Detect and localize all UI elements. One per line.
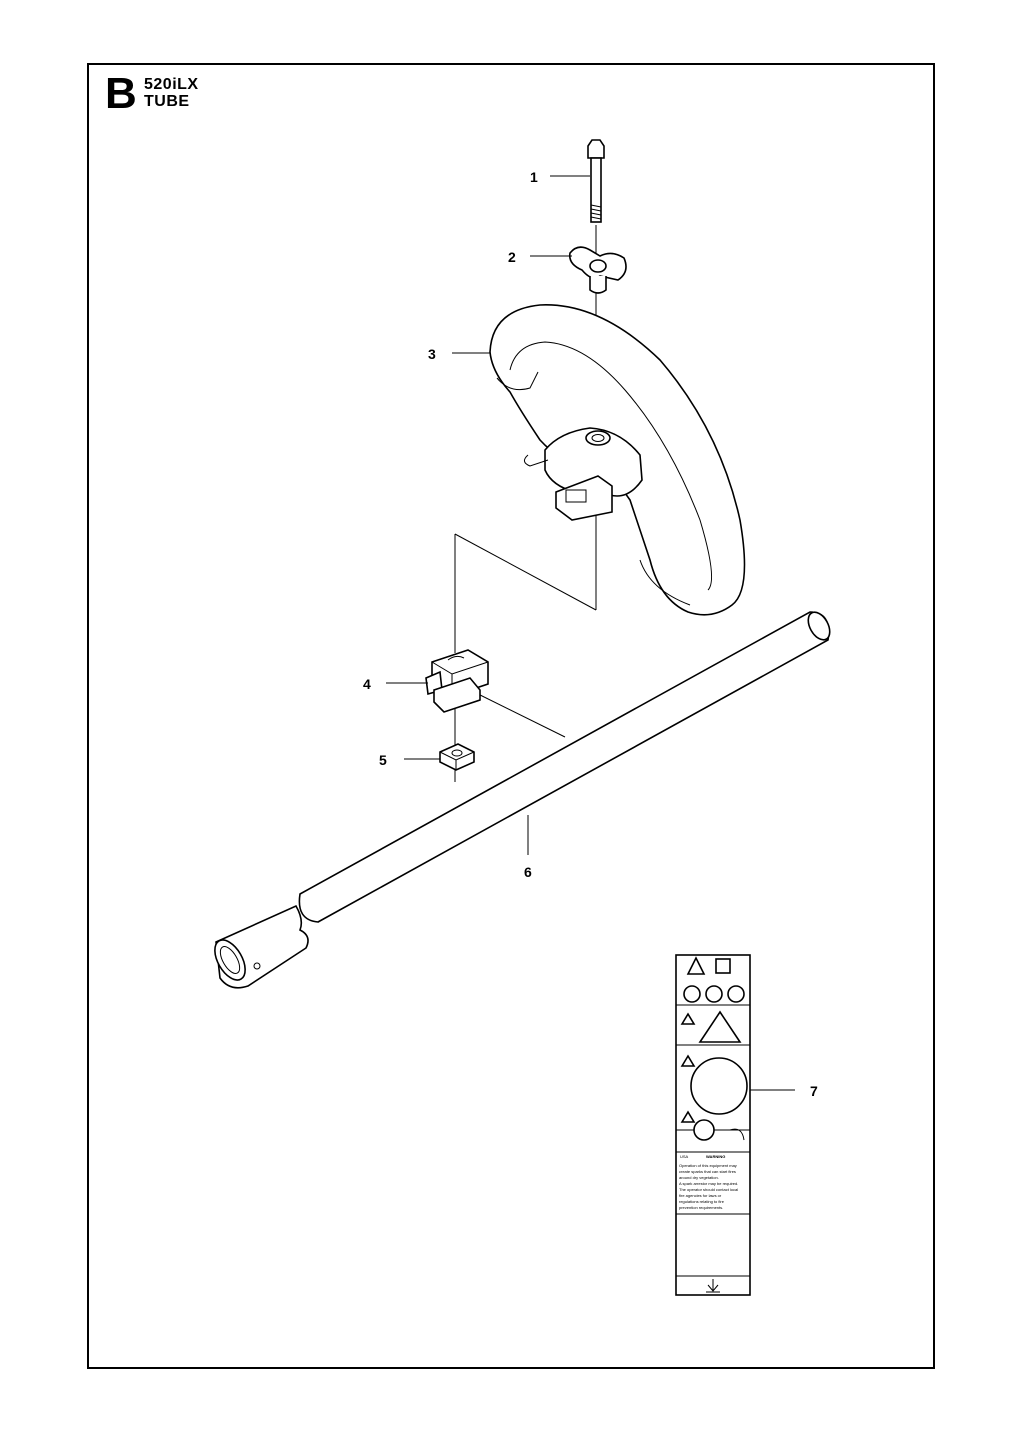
thrown-objects-icon bbox=[698, 1010, 742, 1043]
part-warning-decal: USA WARNING Operation of this equipment … bbox=[675, 954, 751, 1296]
blade-icon bbox=[693, 1119, 715, 1141]
section-letter: B bbox=[105, 69, 137, 118]
part-bolt bbox=[587, 139, 605, 223]
callout-5: 5 bbox=[379, 752, 387, 768]
safety-distance-icon bbox=[690, 1057, 748, 1115]
part-clamp bbox=[425, 649, 489, 713]
goggles-icon bbox=[705, 985, 723, 1003]
decal-warning-title: WARNING bbox=[706, 1154, 725, 1159]
leader-lines bbox=[386, 175, 795, 1091]
warning-triangle-icon bbox=[686, 956, 706, 975]
section-name: TUBE bbox=[144, 93, 190, 110]
decal-warning-line: A spark arrestor may be required. bbox=[679, 1181, 738, 1186]
decal-warning-line: prevention requirements. bbox=[679, 1205, 723, 1210]
arrow-down-icon bbox=[706, 1279, 720, 1293]
callout-3: 3 bbox=[428, 346, 436, 362]
callout-6: 6 bbox=[524, 864, 532, 880]
callout-2: 2 bbox=[508, 249, 516, 265]
boot-icon bbox=[727, 985, 745, 1003]
callout-7: 7 bbox=[810, 1083, 818, 1099]
decal-warning-line: create sparks that can start fires bbox=[679, 1169, 736, 1174]
decal-usa-text: USA bbox=[680, 1154, 689, 1159]
decal-warning-line: regulations relating to fire bbox=[679, 1199, 725, 1204]
callout-4: 4 bbox=[363, 676, 371, 692]
decal-warning-line: The operator should contact local bbox=[679, 1187, 738, 1192]
helmet-icon bbox=[683, 985, 701, 1003]
decal-warning-line: Operation of this equipment may bbox=[679, 1163, 737, 1168]
part-loop-handle bbox=[489, 304, 746, 616]
drawing-frame bbox=[87, 63, 935, 1369]
decal-warning-line: around dry vegetation. bbox=[679, 1175, 719, 1180]
part-knob bbox=[568, 246, 627, 294]
decal-warning-line: fire agencies for laws or bbox=[679, 1193, 722, 1198]
manual-icon bbox=[715, 958, 731, 974]
model-name: 520iLX bbox=[144, 76, 199, 93]
part-tube bbox=[214, 611, 831, 989]
part-nut bbox=[439, 743, 475, 771]
callout-1: 1 bbox=[530, 169, 538, 185]
